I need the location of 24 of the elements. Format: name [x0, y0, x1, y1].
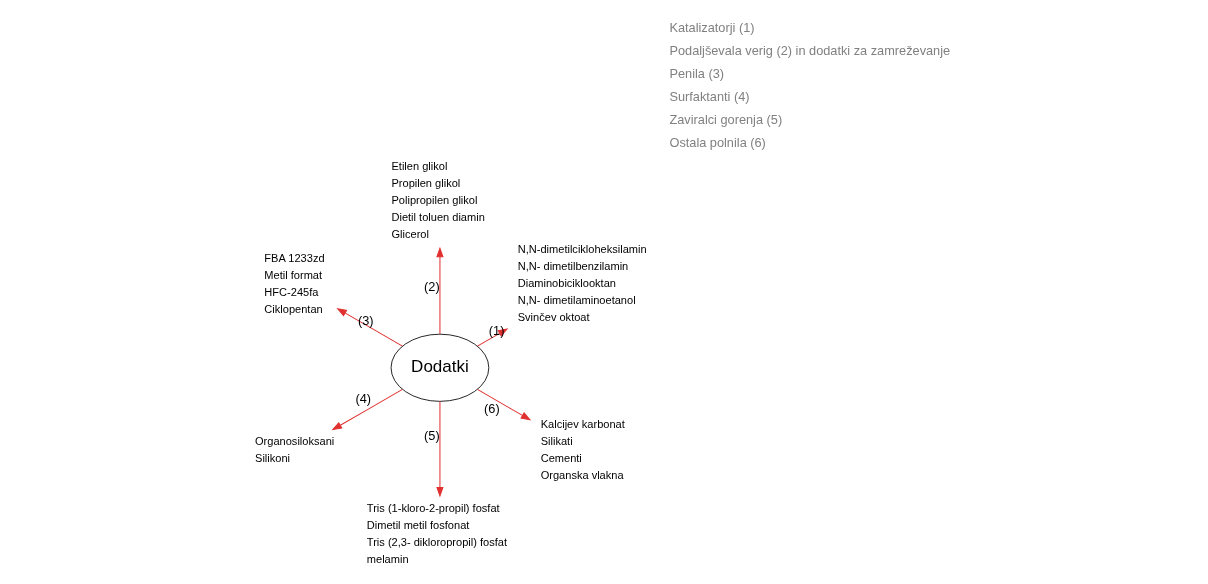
- node-text: Tris (1-kloro-2-propil) fosfat Dimetil metil fosfonat Tris (2,3- dikloropropil) fosfat melamin: [366, 501, 508, 565]
- node-text: N,N-dimetilcikloheksilamin N,N- dimetilbenzilamin Diaminobiciklooktan N,N- dimetilaminoetanol Svinčev oktoat: [517, 243, 647, 324]
- edge-label: (6): [484, 400, 500, 416]
- node-text: Organosiloksani Silikoni: [255, 435, 335, 465]
- label: Penila (3): [669, 65, 725, 81]
- edge-label: (5): [424, 428, 440, 444]
- label: Zaviralci gorenja (5): [669, 111, 783, 127]
- arrow: [436, 400, 444, 498]
- label: Surfaktanti (4): [669, 88, 750, 104]
- edge-label: (4): [355, 391, 372, 407]
- arrow: [336, 307, 403, 347]
- node-text: Kalcijev karbonat Silikati Cementi Organska vlakna: [540, 418, 625, 482]
- label: Ostala polnila (6): [669, 134, 766, 150]
- node-text: Etilen glikol Propilen glikol Polipropilen glikol Dietil toluen diamin Glicerol: [391, 160, 485, 241]
- edge-label: (3): [358, 313, 374, 329]
- arrow: [436, 246, 444, 335]
- edge-label: (1): [488, 323, 505, 339]
- arrow: [331, 388, 403, 431]
- label: Katalizatorji (1): [669, 19, 755, 35]
- arrow: [476, 388, 532, 421]
- node-text: FBA 1233zd Metil format HFC-245fa Ciklopentan: [264, 251, 325, 315]
- label: Podaljševala verig (2) in dodatki za zamreževanje: [669, 42, 951, 58]
- edge-label: (2): [424, 279, 440, 295]
- node-ellipse: Dodatki: [390, 333, 490, 402]
